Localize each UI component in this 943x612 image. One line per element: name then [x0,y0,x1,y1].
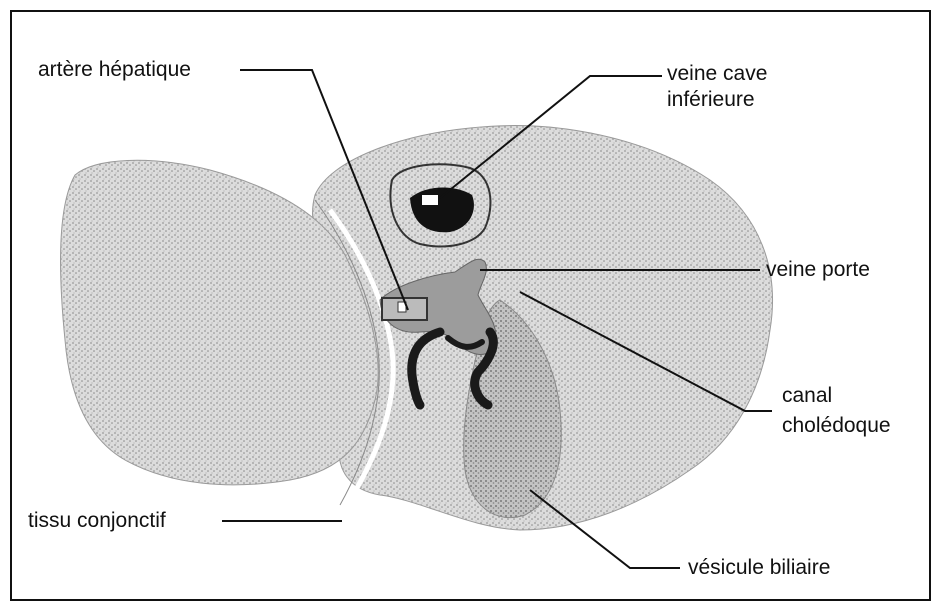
label-bile-duct-2: cholédoque [782,414,891,438]
label-bile-duct-1: canal [782,384,832,408]
label-connective-tissue: tissu conjonctif [28,509,166,533]
label-inferior-vena-cava-1: veine cave [667,62,767,86]
label-inferior-vena-cava-2: inférieure [667,88,755,112]
label-hepatic-artery: artère hépatique [38,58,191,82]
label-gallbladder: vésicule biliaire [688,556,830,580]
label-portal-vein: veine porte [766,258,870,282]
